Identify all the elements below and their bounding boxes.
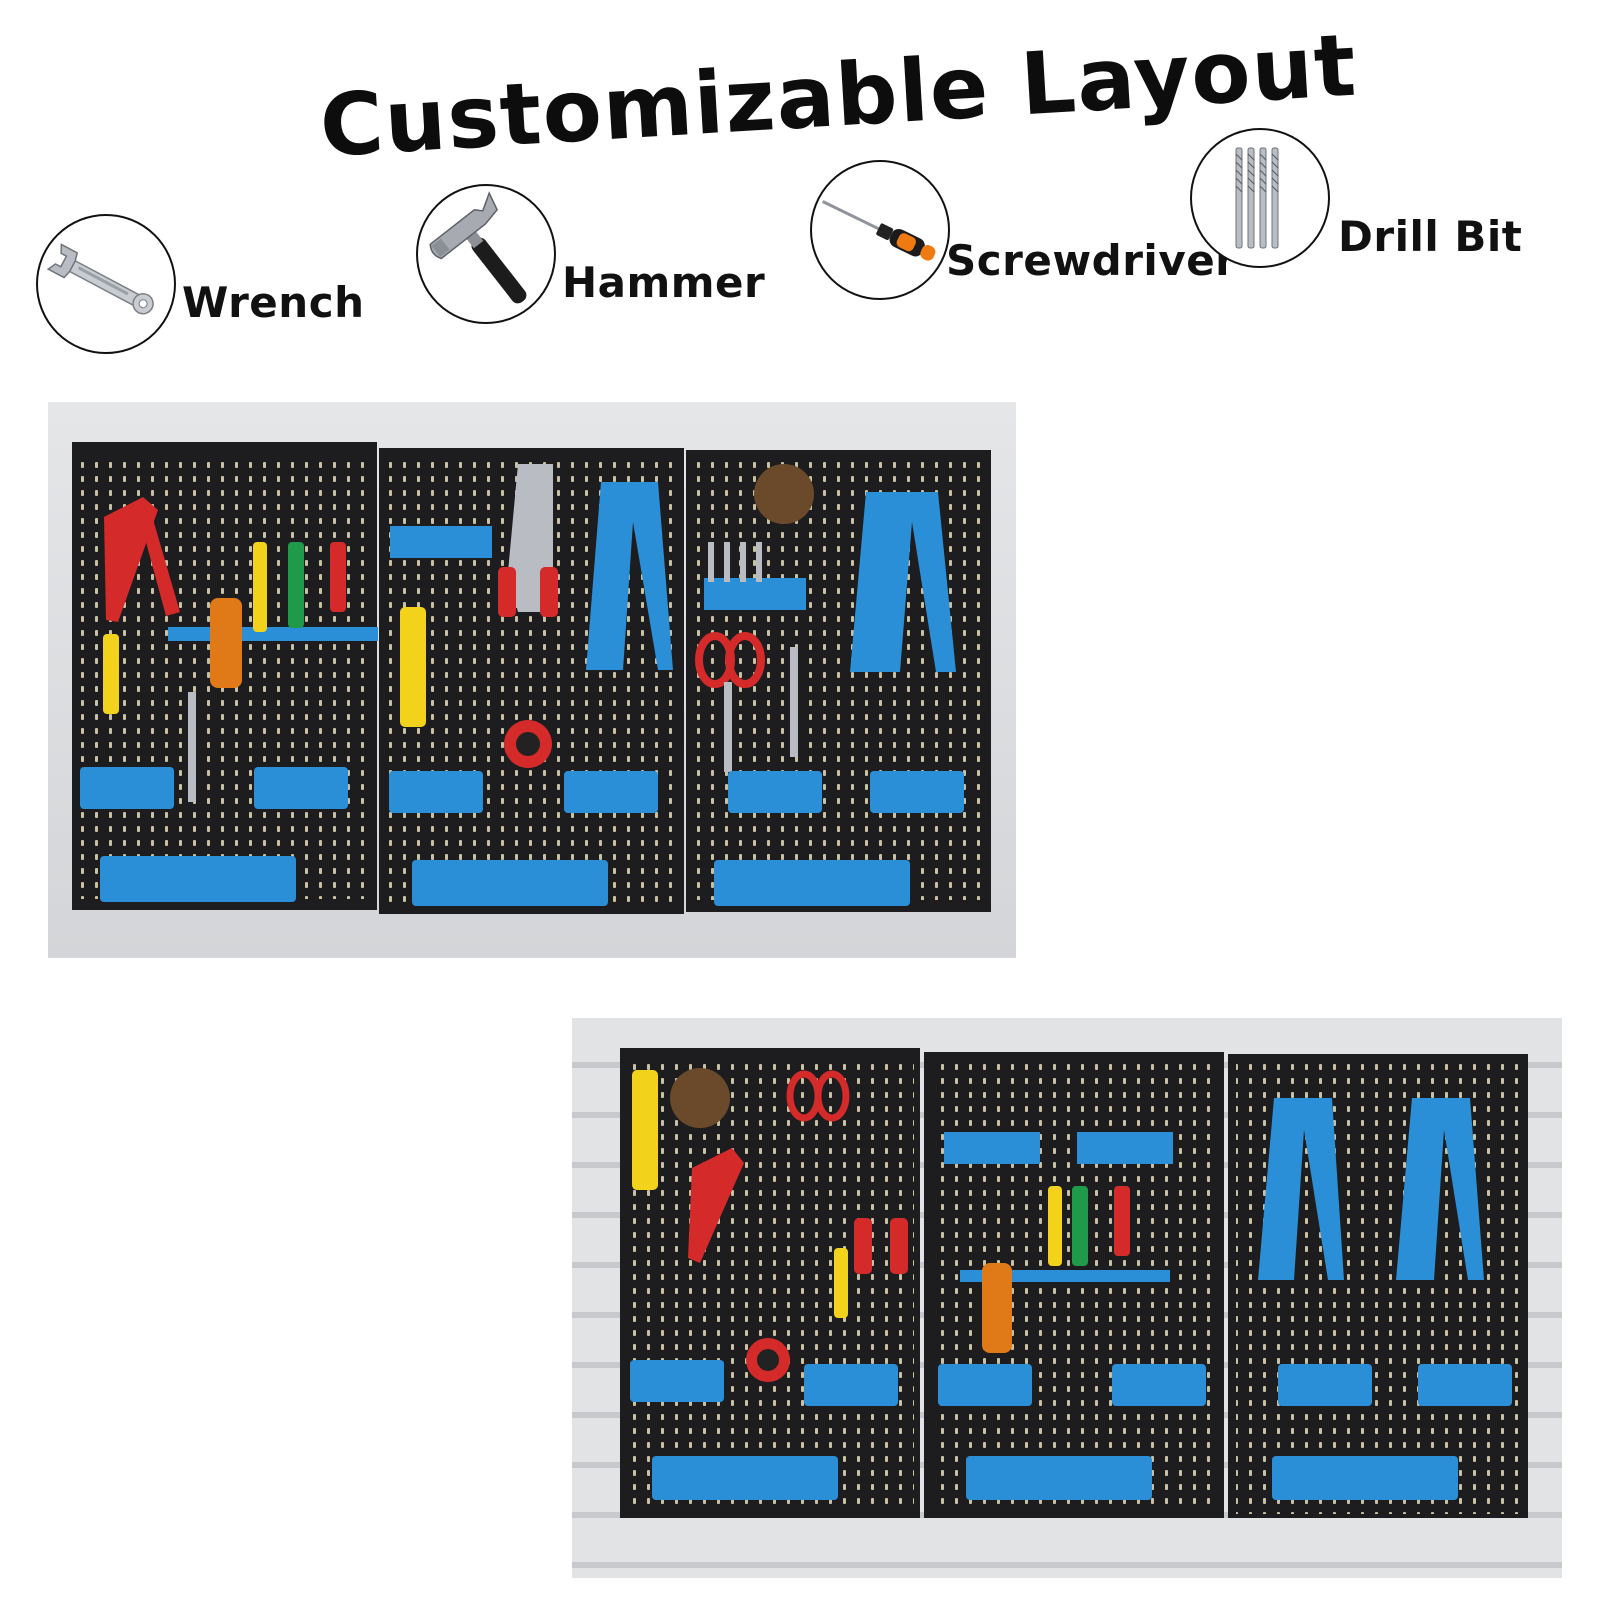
- drill-bit-icon: [1190, 128, 1330, 268]
- screwdriver-icon: [810, 160, 950, 300]
- pegboard-photo-2: [572, 1018, 1562, 1578]
- pegboard-photo-1: [48, 402, 1016, 958]
- tool-label-hammer: Hammer: [562, 258, 766, 307]
- tool-label-screwdriver: Screwdriver: [946, 236, 1237, 285]
- storage-bins: [630, 1360, 1512, 1500]
- storage-bins: [80, 767, 964, 906]
- page-title: Customizable Layout: [317, 16, 1359, 177]
- page-title-graphic: Customizable Layout: [317, 16, 1359, 177]
- tool-label-drill-bit: Drill Bit: [1338, 212, 1523, 261]
- wrench-icon: [36, 214, 176, 354]
- hammer-icon: [416, 184, 556, 324]
- page-title-text: Customizable Layout: [317, 16, 1359, 177]
- pegboard-panels: [72, 442, 991, 914]
- tool-label-wrench: Wrench: [182, 278, 365, 327]
- pegboard-panels: [620, 1048, 1528, 1518]
